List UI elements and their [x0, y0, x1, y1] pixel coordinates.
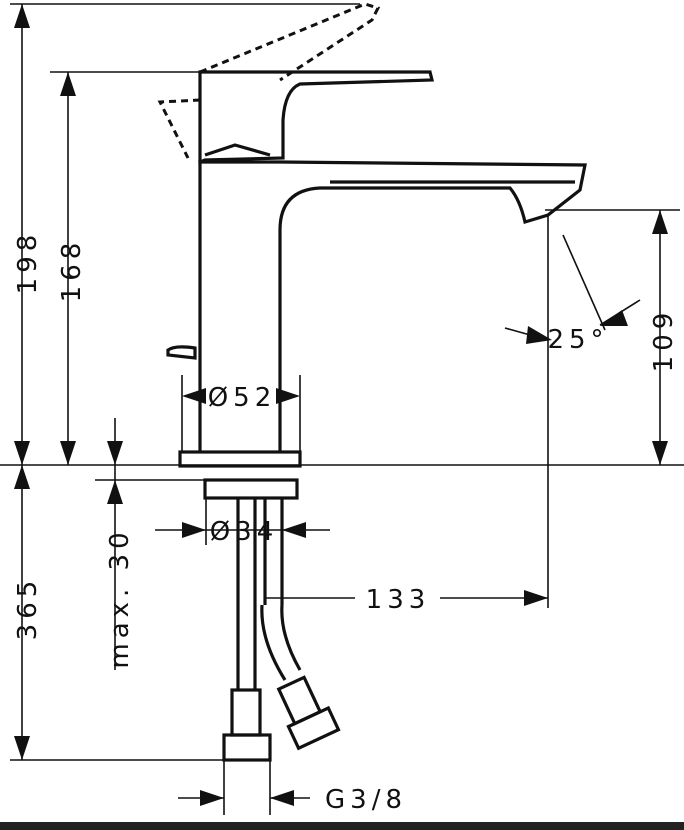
label-133: 133 — [366, 585, 431, 615]
dim-25-arrow-left — [526, 326, 552, 344]
dim-365-arrow-top — [14, 465, 30, 489]
label-d34: Ø34 — [210, 517, 279, 547]
dim-25-arrow-right — [600, 310, 628, 326]
dim-d52-arrow-left — [182, 388, 206, 404]
dim-168-arrow-top — [60, 72, 76, 96]
dim-198-arrow-top — [14, 4, 30, 28]
dim-g38-arrow-right — [270, 790, 294, 806]
dim-133-arrow-right — [524, 590, 548, 606]
dim-g38-arrow-left — [200, 790, 224, 806]
jet-angle-line — [562, 234, 606, 331]
dim-365-arrow-bottom — [14, 736, 30, 760]
label-198: 198 — [13, 230, 43, 295]
dim-168-arrow-bottom — [60, 441, 76, 465]
faucet-body — [166, 70, 587, 500]
dim-198-arrow-bottom — [14, 441, 30, 465]
label-g38: G3/8 — [325, 785, 407, 815]
label-d52: Ø52 — [208, 383, 277, 413]
dim-109-arrow-bottom — [652, 441, 668, 465]
dim-d34-arrow-right — [282, 522, 306, 538]
label-365: 365 — [13, 576, 43, 641]
label-168: 168 — [57, 238, 87, 303]
dim-109-arrow-top — [652, 210, 668, 234]
footer-bar — [0, 822, 684, 830]
dim-d52-arrow-right — [276, 388, 300, 404]
label-109: 109 — [649, 308, 679, 373]
label-25deg: 25° — [547, 325, 608, 355]
handle-alternate-position — [157, 2, 381, 159]
dim-max30-arrow-bottom — [107, 480, 123, 504]
dim-max30-arrow-top — [107, 441, 123, 465]
dim-d34-arrow-left — [182, 522, 206, 538]
label-max30: max. 30 — [105, 527, 135, 668]
